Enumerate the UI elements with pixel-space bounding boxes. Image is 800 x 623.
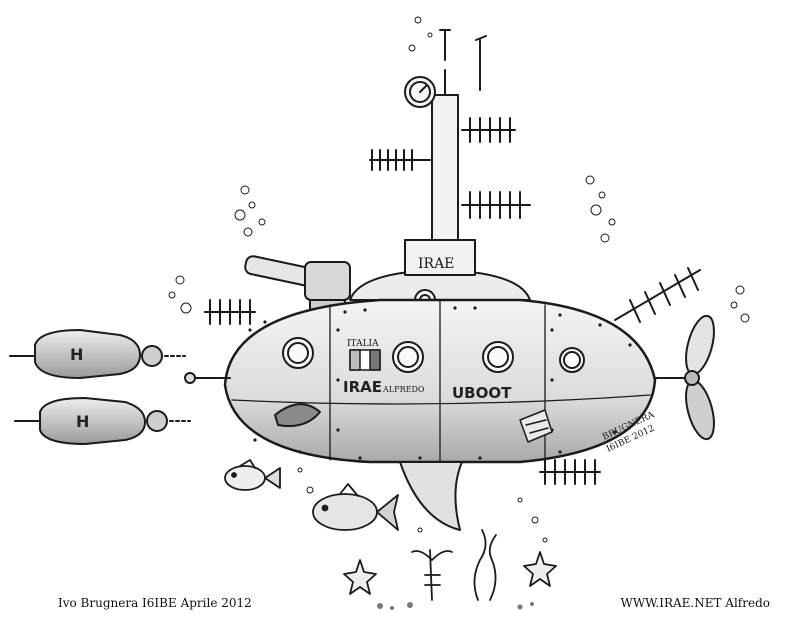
caption-website: WWW.IRAE.NET Alfredo bbox=[620, 596, 770, 610]
torpedo-top bbox=[9, 329, 186, 379]
conning-tower bbox=[349, 239, 531, 311]
caption-author-date: Ivo Brugnera I6IBE Aprile 2012 bbox=[58, 596, 252, 610]
nose-probe bbox=[184, 372, 231, 384]
tower-label: IRAE bbox=[418, 256, 454, 272]
seaweed bbox=[473, 529, 497, 601]
pebbles bbox=[377, 602, 534, 610]
bow-intake bbox=[274, 403, 321, 428]
flag-label: ITALIA bbox=[347, 339, 379, 349]
lobster bbox=[411, 549, 453, 601]
hull bbox=[223, 298, 657, 464]
bubbles bbox=[168, 16, 750, 543]
hull-patch bbox=[519, 409, 553, 443]
starfish-left bbox=[343, 559, 377, 595]
fish-large bbox=[312, 483, 399, 531]
italy-flag bbox=[349, 349, 381, 371]
deck-gun bbox=[244, 255, 351, 311]
keel-fin bbox=[399, 461, 463, 531]
hull-name: IRAE bbox=[343, 378, 382, 396]
starfish-right bbox=[523, 551, 557, 587]
torpedo-bottom-mark: H bbox=[76, 412, 89, 431]
portholes bbox=[282, 337, 585, 373]
hull-type: UBOOT bbox=[452, 384, 512, 402]
periscope-mast bbox=[404, 29, 487, 241]
hull-subname: ALFREDO bbox=[382, 385, 425, 394]
antennas bbox=[204, 117, 701, 485]
torpedo-top-mark: H bbox=[70, 345, 83, 364]
torpedo-bottom bbox=[14, 397, 191, 445]
propeller bbox=[654, 314, 715, 441]
fish-small bbox=[224, 459, 281, 491]
rivets bbox=[248, 306, 632, 460]
